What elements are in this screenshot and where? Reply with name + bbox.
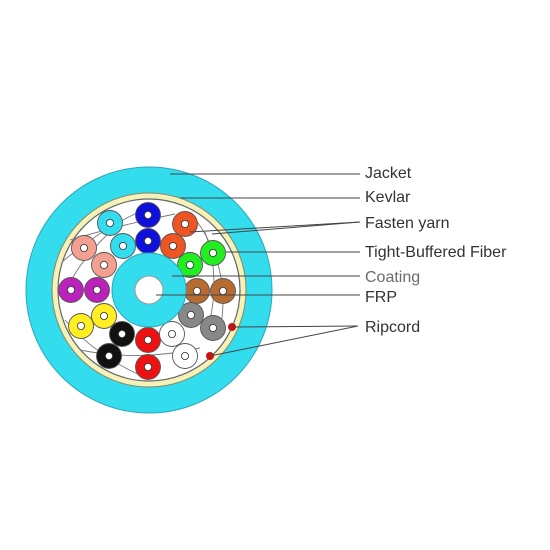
leader-ripcord-1 — [231, 325, 359, 328]
fiber-core-19 — [118, 329, 127, 338]
fiber-core-9 — [208, 248, 217, 257]
fiber-core-10 — [185, 260, 194, 269]
fiber-core-21 — [143, 335, 152, 344]
fiber-core-22 — [143, 362, 152, 371]
label-jacket: Jacket — [365, 165, 412, 182]
fiber-core-20 — [105, 351, 114, 360]
fiber-core-14 — [218, 286, 227, 295]
fiber-core-11 — [67, 285, 76, 294]
fiber-core-24 — [180, 351, 189, 360]
fiber-core-15 — [77, 321, 86, 330]
label-kevlar: Kevlar — [365, 189, 411, 206]
fiber-core-2 — [180, 219, 189, 228]
leader-ripcord-2 — [209, 325, 359, 357]
label-ripcord: Ripcord — [365, 319, 420, 336]
fiber-core-1 — [143, 210, 152, 219]
fiber-core-4 — [143, 236, 152, 245]
frp-rod — [134, 275, 164, 305]
tight-buffered-fibers — [58, 202, 236, 380]
fiber-core-16 — [100, 311, 109, 320]
leader-lines — [156, 173, 361, 357]
fiber-core-23 — [167, 329, 176, 338]
fiber-core-8 — [100, 260, 109, 269]
fiber-core-18 — [208, 323, 217, 332]
label-tight-buffered-fiber: Tight-Buffered Fiber — [365, 244, 507, 261]
fiber-core-3 — [106, 218, 115, 227]
leader-fasten-yarn-2 — [211, 221, 361, 235]
label-fasten-yarn: Fasten yarn — [365, 215, 449, 232]
label-frp: FRP — [365, 289, 397, 306]
fiber-core-13 — [192, 286, 201, 295]
fiber-core-17 — [186, 310, 195, 319]
fiber-core-12 — [93, 285, 102, 294]
fiber-core-6 — [119, 241, 128, 250]
leader-fasten-yarn-1 — [189, 221, 361, 233]
label-coating: Coating — [365, 269, 420, 286]
fiber-core-5 — [168, 241, 177, 250]
fiber-core-7 — [80, 243, 89, 252]
